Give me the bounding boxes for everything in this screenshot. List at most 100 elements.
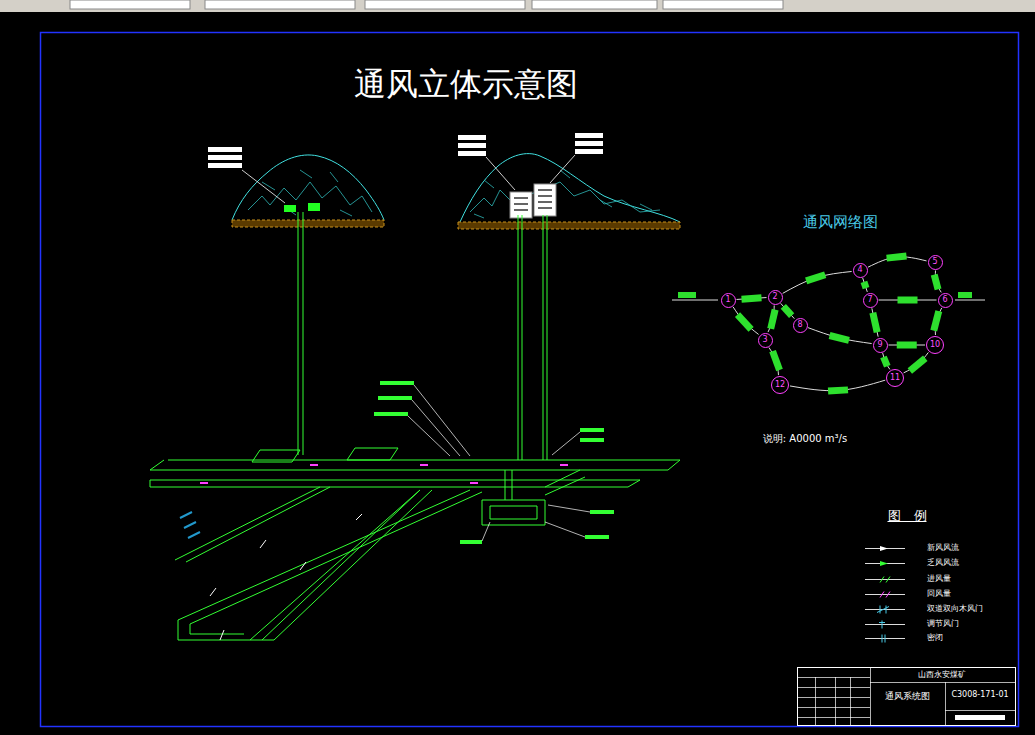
airflow-tag bbox=[769, 350, 783, 371]
legend-tick bbox=[880, 592, 890, 598]
airflow-tag bbox=[908, 356, 928, 374]
label-bar bbox=[460, 540, 482, 544]
leader-line bbox=[242, 170, 285, 203]
legend-text: 新风风流 bbox=[926, 544, 960, 553]
legend-line bbox=[865, 579, 905, 580]
legend-sample bbox=[865, 635, 905, 643]
working-panel bbox=[178, 490, 482, 640]
connecting-drift bbox=[545, 470, 585, 495]
airway-group bbox=[808, 328, 872, 344]
airflow-tag bbox=[880, 356, 890, 368]
network-junction: 11 bbox=[886, 369, 904, 387]
airway-group bbox=[880, 353, 890, 369]
legend-line bbox=[865, 609, 905, 610]
legend-arrow bbox=[880, 546, 888, 551]
airflow-tag bbox=[898, 297, 918, 304]
legend-line bbox=[865, 594, 905, 595]
airway-connector bbox=[733, 307, 759, 335]
legend-text: 密闭 bbox=[926, 634, 944, 643]
airway-group bbox=[767, 305, 778, 332]
legend-heading: 图 例 bbox=[887, 509, 928, 523]
legend-sample bbox=[865, 592, 905, 598]
surface-building bbox=[534, 184, 556, 216]
network-junction: 3 bbox=[758, 333, 773, 348]
toolbar-strip bbox=[0, 0, 1035, 12]
airway-group bbox=[783, 271, 852, 293]
leader-line bbox=[408, 385, 470, 456]
airway-group bbox=[769, 348, 783, 376]
airway-group bbox=[736, 294, 766, 302]
label-bar bbox=[208, 163, 242, 168]
airway-group bbox=[889, 342, 926, 349]
airway-group bbox=[930, 308, 942, 335]
toolbar-box bbox=[205, 0, 355, 9]
junction-number: 7 bbox=[867, 296, 872, 304]
airflow-tag bbox=[678, 292, 696, 298]
legend-text: 回风量 bbox=[926, 590, 952, 599]
label-bar bbox=[374, 412, 408, 416]
main-shaft bbox=[518, 215, 547, 460]
airflow-arrow bbox=[210, 514, 362, 640]
airflow-tag bbox=[735, 312, 754, 331]
junction-number: 5 bbox=[932, 258, 937, 266]
label-bar bbox=[575, 149, 603, 154]
toolbar-box bbox=[532, 0, 657, 9]
airflow-tag bbox=[781, 304, 795, 318]
legend-sample bbox=[865, 621, 905, 629]
airflow-tag bbox=[930, 310, 942, 331]
legend-sample bbox=[865, 577, 905, 583]
network-junction: 4 bbox=[853, 263, 868, 278]
network-heading: 通风网络图 bbox=[802, 214, 879, 231]
airway-group bbox=[879, 297, 937, 304]
airway-group bbox=[931, 270, 942, 292]
label-bar bbox=[378, 396, 412, 400]
mountain-outline bbox=[232, 155, 384, 220]
network-junction: 9 bbox=[873, 338, 888, 353]
label-bar bbox=[208, 147, 242, 152]
legend-sample bbox=[865, 546, 905, 551]
title-block bbox=[798, 668, 1016, 726]
legend-line bbox=[865, 624, 905, 625]
label-bar bbox=[380, 381, 414, 385]
drawing-border bbox=[41, 33, 1019, 727]
label-bar bbox=[575, 141, 603, 146]
airflow-tag bbox=[829, 332, 850, 344]
ventilation-shaft bbox=[298, 212, 303, 455]
shaft-building bbox=[284, 205, 296, 212]
network-junction: 10 bbox=[926, 336, 944, 354]
airway-connector bbox=[783, 271, 852, 293]
legend-text: 双道双向木风门 bbox=[926, 605, 984, 614]
legend-samples bbox=[865, 546, 905, 643]
network-junction: 6 bbox=[938, 293, 953, 308]
shaft-bottom-yard bbox=[482, 470, 545, 525]
airway-group bbox=[869, 308, 880, 336]
junction-number: 8 bbox=[797, 321, 802, 329]
legend-seal bbox=[882, 635, 885, 643]
airflow-tag bbox=[958, 292, 972, 298]
toolbar-box bbox=[365, 0, 525, 9]
label-bar bbox=[458, 143, 486, 148]
junction-number: 6 bbox=[942, 296, 947, 304]
ground-stratum bbox=[458, 222, 680, 229]
junction-number: 9 bbox=[877, 341, 882, 349]
airway-connector bbox=[808, 328, 872, 344]
airflow-tag bbox=[869, 312, 880, 333]
airflow-tag bbox=[741, 294, 761, 302]
toolbar-box bbox=[663, 0, 783, 9]
return-roadway bbox=[150, 480, 640, 487]
toolbar-box bbox=[70, 0, 190, 9]
mountain-hatch bbox=[248, 182, 372, 212]
junction-number: 10 bbox=[930, 341, 940, 349]
leader-line bbox=[552, 432, 580, 455]
network-junction: 12 bbox=[771, 376, 789, 394]
airflow-tag bbox=[828, 386, 848, 394]
leader-line bbox=[550, 155, 575, 183]
mountain-hatch bbox=[470, 182, 660, 212]
outlet-line bbox=[955, 300, 985, 301]
airflow-tag bbox=[931, 274, 942, 290]
junction-number: 4 bbox=[857, 266, 862, 274]
junction-number: 1 bbox=[725, 296, 730, 304]
label-bar bbox=[208, 155, 242, 160]
label-bar bbox=[580, 428, 604, 432]
